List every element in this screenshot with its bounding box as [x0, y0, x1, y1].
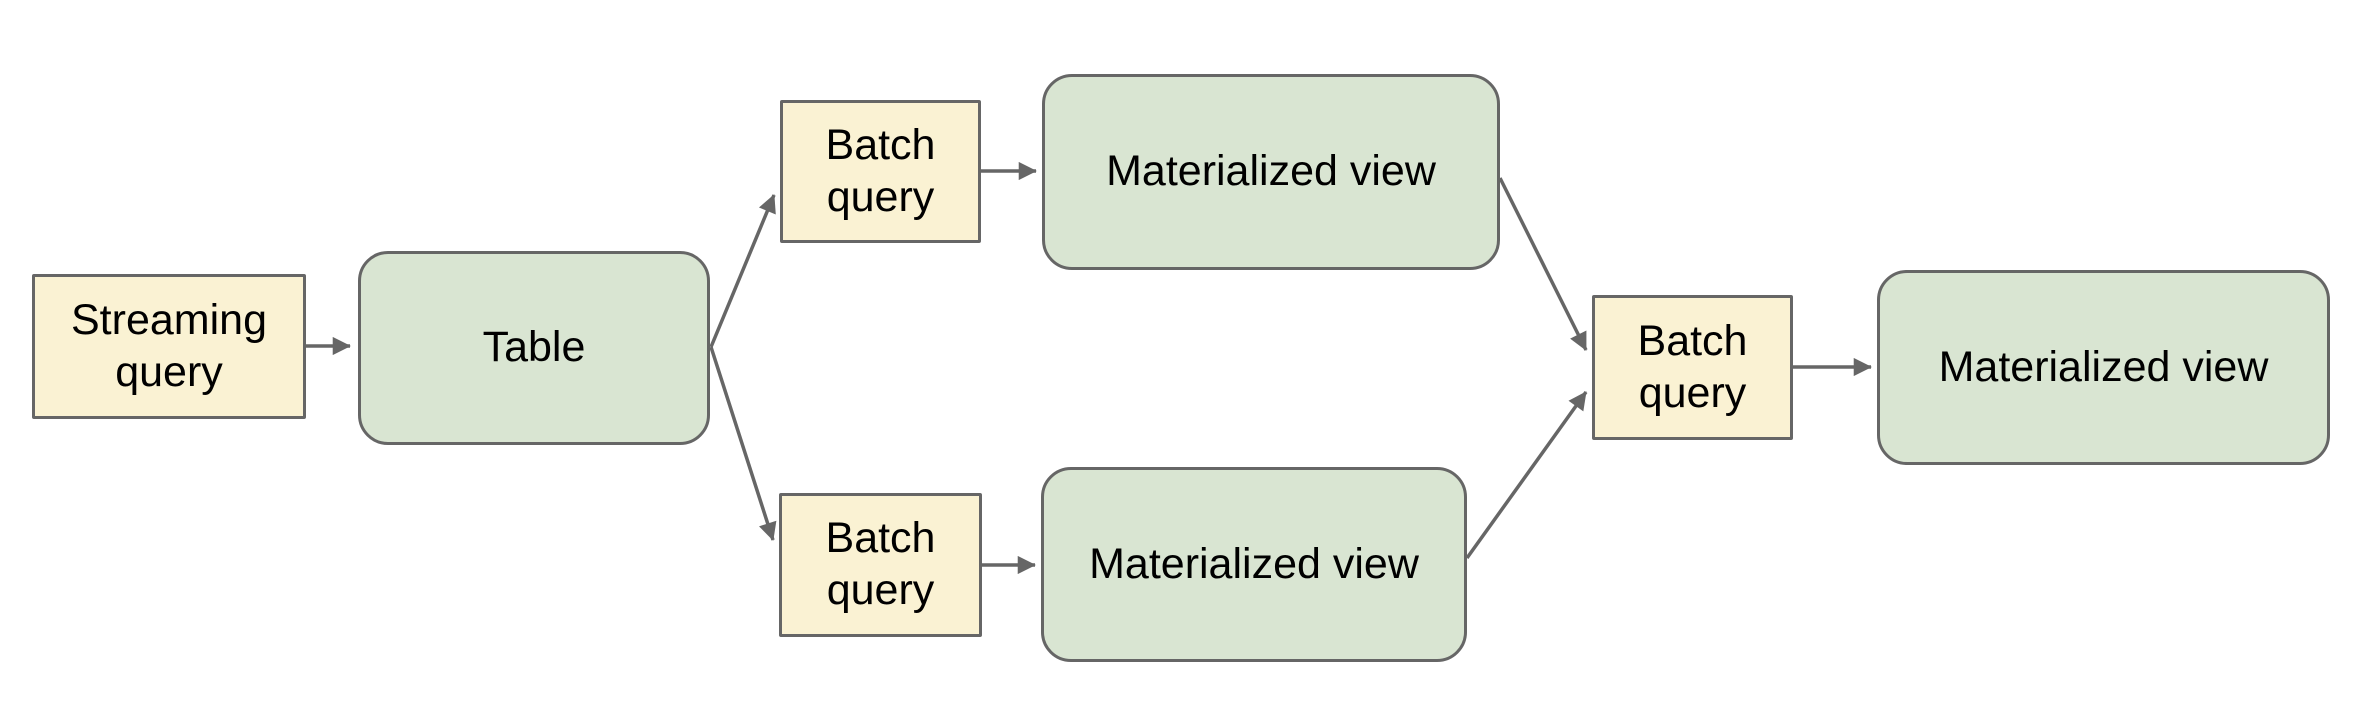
node-materialized-view-bottom: Materialized view — [1041, 467, 1467, 662]
node-batch-query-final-label: Batch query — [1637, 316, 1748, 417]
node-batch-query-top: Batch query — [780, 100, 981, 243]
node-table-label: Table — [482, 323, 586, 372]
node-batch-query-bottom: Batch query — [779, 493, 982, 637]
node-materialized-view-top-label: Materialized view — [1106, 147, 1436, 196]
edge-table-to-batch-query-top — [709, 194, 776, 348]
node-materialized-view-top: Materialized view — [1042, 74, 1500, 270]
node-batch-query-final: Batch query — [1592, 295, 1793, 440]
edge-mv-top-to-batch-query-final — [1498, 177, 1588, 351]
node-materialized-view-final: Materialized view — [1877, 270, 2330, 465]
node-table: Table — [358, 251, 710, 445]
node-streaming-query-label: Streaming query — [71, 295, 267, 396]
edge-table-to-batch-query-bottom — [709, 346, 777, 541]
node-materialized-view-bottom-label: Materialized view — [1089, 539, 1419, 588]
edge-mv-bottom-to-batch-query-final — [1465, 390, 1588, 560]
node-batch-query-bottom-label: Batch query — [825, 514, 936, 614]
node-materialized-view-final-label: Materialized view — [1938, 342, 2269, 391]
node-batch-query-top-label: Batch query — [825, 120, 936, 221]
node-streaming-query: Streaming query — [32, 274, 306, 419]
